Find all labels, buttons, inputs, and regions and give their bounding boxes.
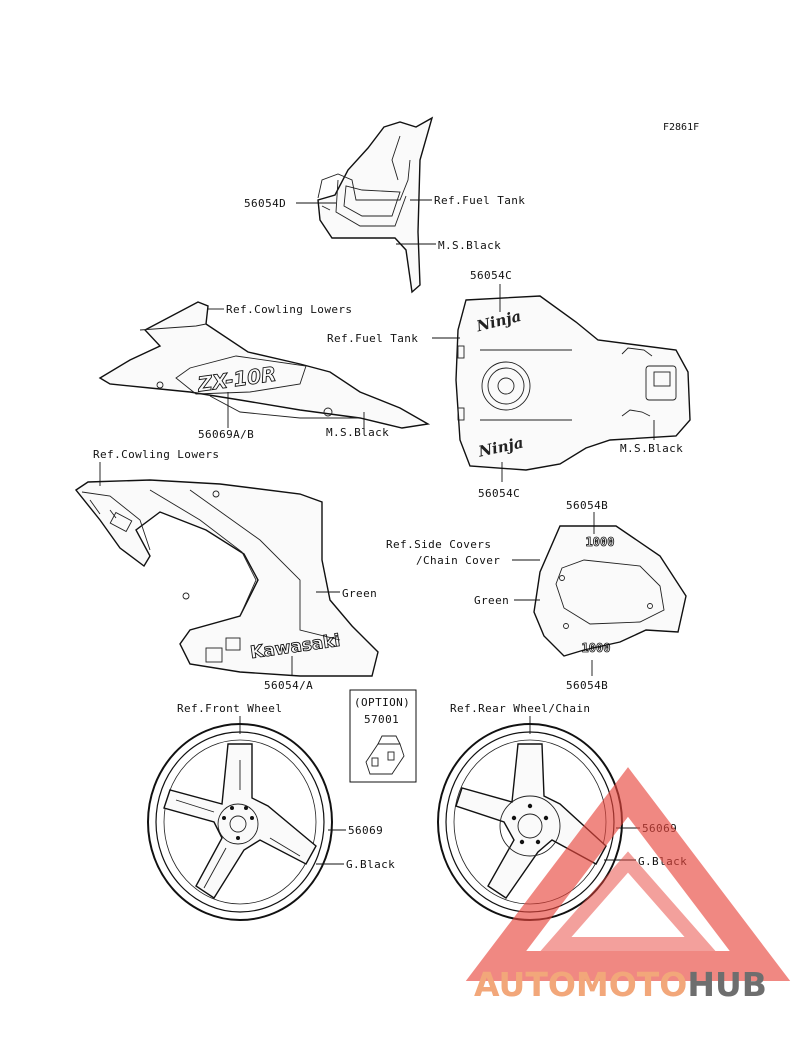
cover-model-decal-top: 1000 xyxy=(586,535,615,549)
cover-model-decal-bottom: 1000 xyxy=(582,641,611,655)
cover-color-label: Green xyxy=(474,594,509,607)
cover-reference-line-2: /Chain Cover xyxy=(416,554,500,567)
watermark-text: AUTOMOTOHUB xyxy=(474,965,767,1004)
option-title: (OPTION) xyxy=(354,696,410,709)
figure-id: F2861F xyxy=(663,122,699,133)
cowl-side-color-label: Green xyxy=(342,587,377,600)
cover-reference-line-1: Ref.Side Covers xyxy=(386,538,491,551)
rear-wheel-reference-label: Ref.Rear Wheel/Chain xyxy=(450,702,590,715)
cowl-side-part-number: 56054/A xyxy=(264,679,313,692)
tail-reference-label: Ref.Fuel Tank xyxy=(434,194,525,207)
cowl-side-reference-label: Ref.Cowling Lowers xyxy=(93,448,219,461)
tail-part-number: 56054D xyxy=(244,197,286,210)
cowl-top-color-label: M.S.Black xyxy=(326,426,389,439)
front-wheel-part xyxy=(147,723,333,921)
side-cover-part: 1000 1000 xyxy=(533,525,687,657)
cover-part-number-top: 56054B xyxy=(566,499,608,512)
front-wheel-part-number: 56069 xyxy=(348,824,383,837)
cover-part-number-bottom: 56054B xyxy=(566,679,608,692)
cowl-top-part-number: 56069A/B xyxy=(198,428,254,441)
watermark-word-b: HUB xyxy=(687,965,767,1004)
tail-cowl-part xyxy=(317,116,434,294)
tank-part-number-bottom: 56054C xyxy=(478,487,520,500)
cowl-top-reference-label: Ref.Cowling Lowers xyxy=(226,303,352,316)
front-wheel-reference-label: Ref.Front Wheel xyxy=(177,702,282,715)
upper-cowl-part: ZX-10R xyxy=(98,301,431,429)
side-cowl-part: Kawasaki xyxy=(74,479,379,677)
tank-part-number-top: 56054C xyxy=(470,269,512,282)
option-part-number: 57001 xyxy=(364,713,399,726)
option-box xyxy=(349,689,417,783)
watermark-logo xyxy=(465,767,791,981)
tank-reference-label: Ref.Fuel Tank xyxy=(327,332,418,345)
tank-color-label: M.S.Black xyxy=(620,442,683,455)
fuel-tank-part: Ninja Ninja xyxy=(455,295,691,471)
watermark-word-a: AUTOMOTO xyxy=(474,965,687,1004)
front-wheel-color-label: G.Black xyxy=(346,858,395,871)
tail-color-label: M.S.Black xyxy=(438,239,501,252)
